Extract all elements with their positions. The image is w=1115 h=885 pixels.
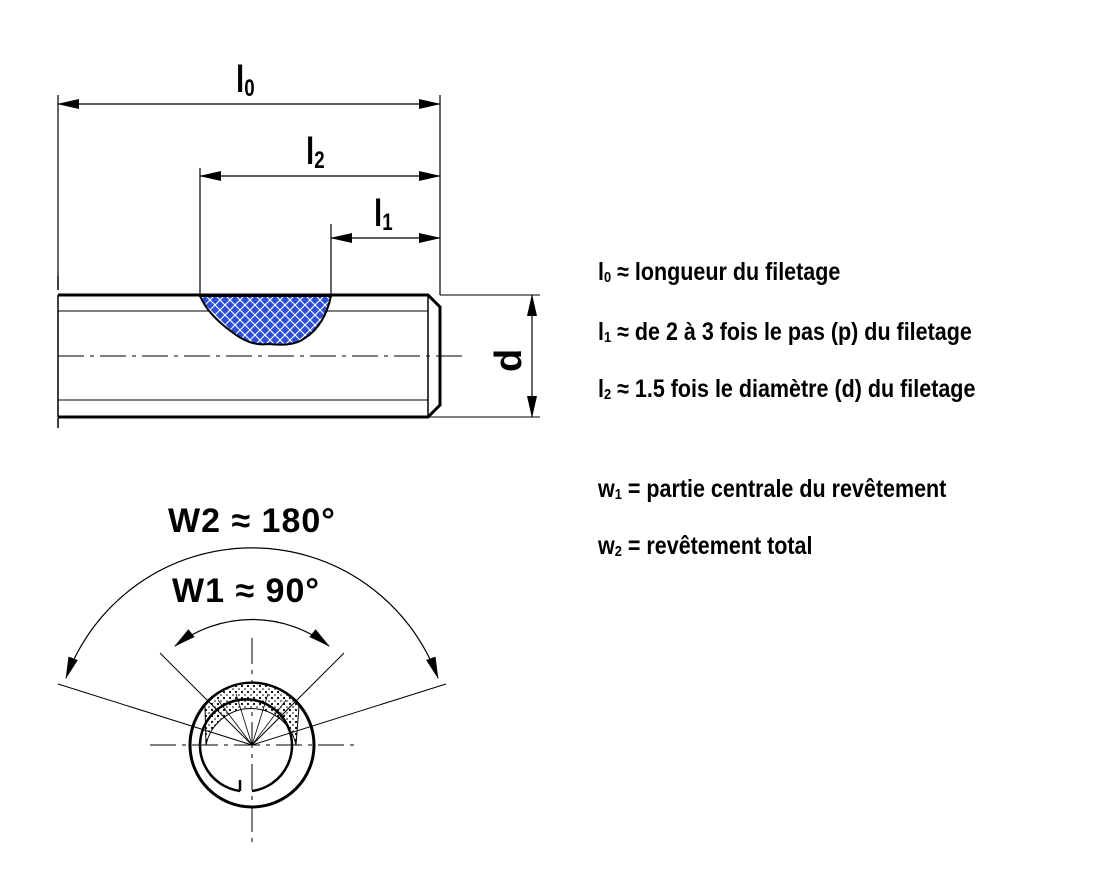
end-view-thread-arc (198, 698, 294, 793)
fan-line (251, 693, 269, 746)
label-l1: l1 (374, 193, 393, 236)
legend-text: = partie centrale du revêtement (621, 475, 947, 503)
label-l2: l2 (306, 131, 325, 174)
dimension-lines (57, 95, 537, 418)
end-view-coating (204, 682, 300, 746)
coating-patch (198, 295, 333, 346)
legend-item-l0: l0 ≈ longueur du filetage (598, 258, 840, 287)
legend-subscript: 1 (614, 486, 622, 503)
legend-symbol: w (598, 532, 615, 560)
legend-subscript: 0 (603, 269, 612, 286)
label-l0: l0 (236, 59, 255, 102)
label-w1: W1 ≈ 90° (172, 572, 320, 610)
legend-item-w2: w2 = revêtement total (598, 532, 812, 561)
legend-symbol: w (598, 475, 615, 503)
fan-line (235, 693, 253, 746)
legend-text: = revêtement total (621, 532, 813, 560)
screw-end-view (57, 547, 447, 848)
w2-radial-right (251, 683, 447, 746)
legend-subscript: 1 (603, 329, 612, 346)
legend-item-l2: l2 ≈ 1.5 fois le diamètre (d) du filetag… (598, 375, 975, 404)
w2-angle-arc (65, 547, 439, 679)
w1-angle-arc (174, 618, 330, 647)
legend-text: ≈ de 2 à 3 fois le pas (p) du filetage (611, 318, 972, 346)
legend-subscript: 2 (614, 543, 622, 560)
fan-line (217, 699, 253, 746)
legend-symbol: l (598, 258, 604, 286)
legend-symbol: l (598, 318, 604, 346)
w2-radial-left (57, 683, 253, 746)
label-d: d (488, 349, 530, 372)
legend-item-l1: l1 ≈ de 2 à 3 fois le pas (p) du filetag… (598, 318, 972, 347)
fan-line (251, 699, 287, 746)
legend-text: ≈ longueur du filetage (611, 258, 841, 286)
legend-subscript: 2 (603, 386, 612, 403)
legend-item-w1: w1 = partie centrale du revêtement (598, 475, 946, 504)
legend-symbol: l (598, 375, 604, 403)
legend-text: ≈ 1.5 fois le diamètre (d) du filetage (611, 375, 976, 403)
label-w2: W2 ≈ 180° (168, 502, 336, 540)
